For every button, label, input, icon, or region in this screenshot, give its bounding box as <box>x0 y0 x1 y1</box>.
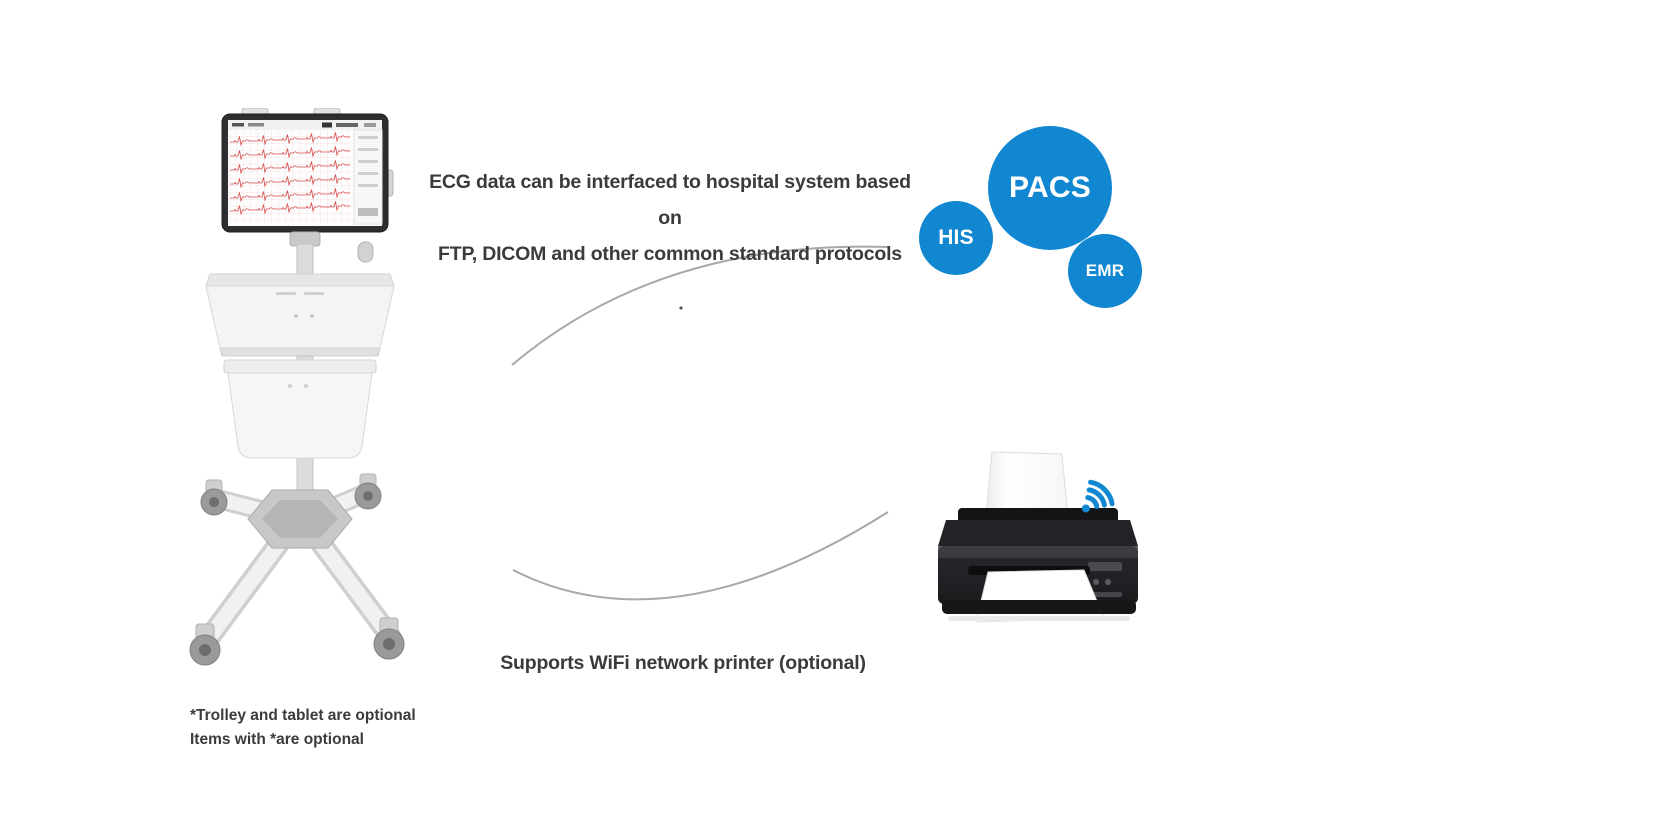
bubble-emr: EMR <box>1068 234 1142 308</box>
bubble-pacs-label: PACS <box>1009 171 1091 204</box>
bubble-pacs: PACS <box>988 126 1112 250</box>
footnote: *Trolley and tablet are optional Items w… <box>190 704 510 752</box>
caster-back-left <box>200 479 228 516</box>
printer-illustration <box>938 451 1138 623</box>
top-caption-line2: FTP, DICOM and other common standard pro… <box>438 243 902 265</box>
top-caption: ECG data can be interfaced to hospital s… <box>420 164 920 272</box>
bottom-arc <box>512 511 889 601</box>
top-arc <box>511 245 889 366</box>
printer-paper-out <box>975 569 1105 623</box>
tablet <box>221 113 389 233</box>
connection-arcs <box>511 245 889 601</box>
bubble-his: HIS <box>919 201 993 275</box>
leg-hub <box>247 489 353 549</box>
basket <box>223 359 377 459</box>
center-dot <box>679 306 683 310</box>
footnote-line2: Items with *are optional <box>190 731 364 748</box>
footnote-line1: *Trolley and tablet are optional <box>190 707 416 724</box>
casters <box>189 473 405 666</box>
caster-front-left <box>189 623 221 666</box>
ecg-trolley-illustration <box>189 108 405 666</box>
tray-knob <box>357 241 374 263</box>
caster-back-right <box>354 473 382 510</box>
wifi-icon <box>1081 479 1115 513</box>
bottom-caption: Supports WiFi network printer (optional) <box>500 652 866 674</box>
bubble-emr-label: EMR <box>1085 261 1125 280</box>
bubble-his-label: HIS <box>938 226 974 249</box>
top-caption-line1: ECG data can be interfaced to hospital s… <box>429 171 911 229</box>
caster-front-right <box>373 617 405 660</box>
work-tray <box>205 273 395 357</box>
printer-top <box>938 520 1138 546</box>
